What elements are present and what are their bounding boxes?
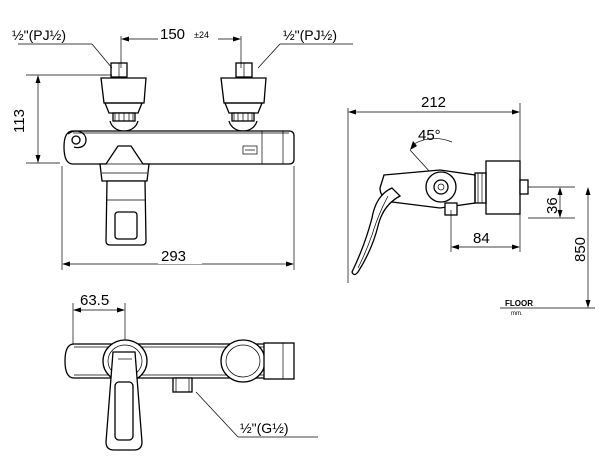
outlet-thread-label: ½"(G½) (240, 420, 289, 436)
inlet-right-label: ½"(PJ½) (283, 27, 337, 43)
height-dim: 113 (11, 109, 28, 133)
inlet-spacing-dim: 150 (160, 26, 185, 43)
offset-dim: 84 (473, 230, 490, 247)
inlet-spacing-tolerance: ±24 (194, 30, 209, 40)
depth-dim: 212 (421, 94, 446, 111)
mount-height-dim: 850 (572, 237, 589, 262)
front-view: ½"(PJ½) ½"(PJ½) 150 ±24 113 (11, 26, 353, 270)
inlet-left-label: ½"(PJ½) (12, 27, 66, 43)
width-dim: 293 (161, 248, 186, 265)
angle-dim: 45° (418, 127, 441, 144)
side-view: 212 45° 84 36 (347, 94, 595, 317)
outlet-offset-dim: 63.5 (80, 292, 109, 309)
floor-label: FLOOR (505, 299, 533, 308)
outlet-dim: 36 (544, 197, 561, 214)
top-view: 63.5 ½"(G½) (64, 292, 318, 451)
floor-unit: mm. (511, 311, 523, 317)
